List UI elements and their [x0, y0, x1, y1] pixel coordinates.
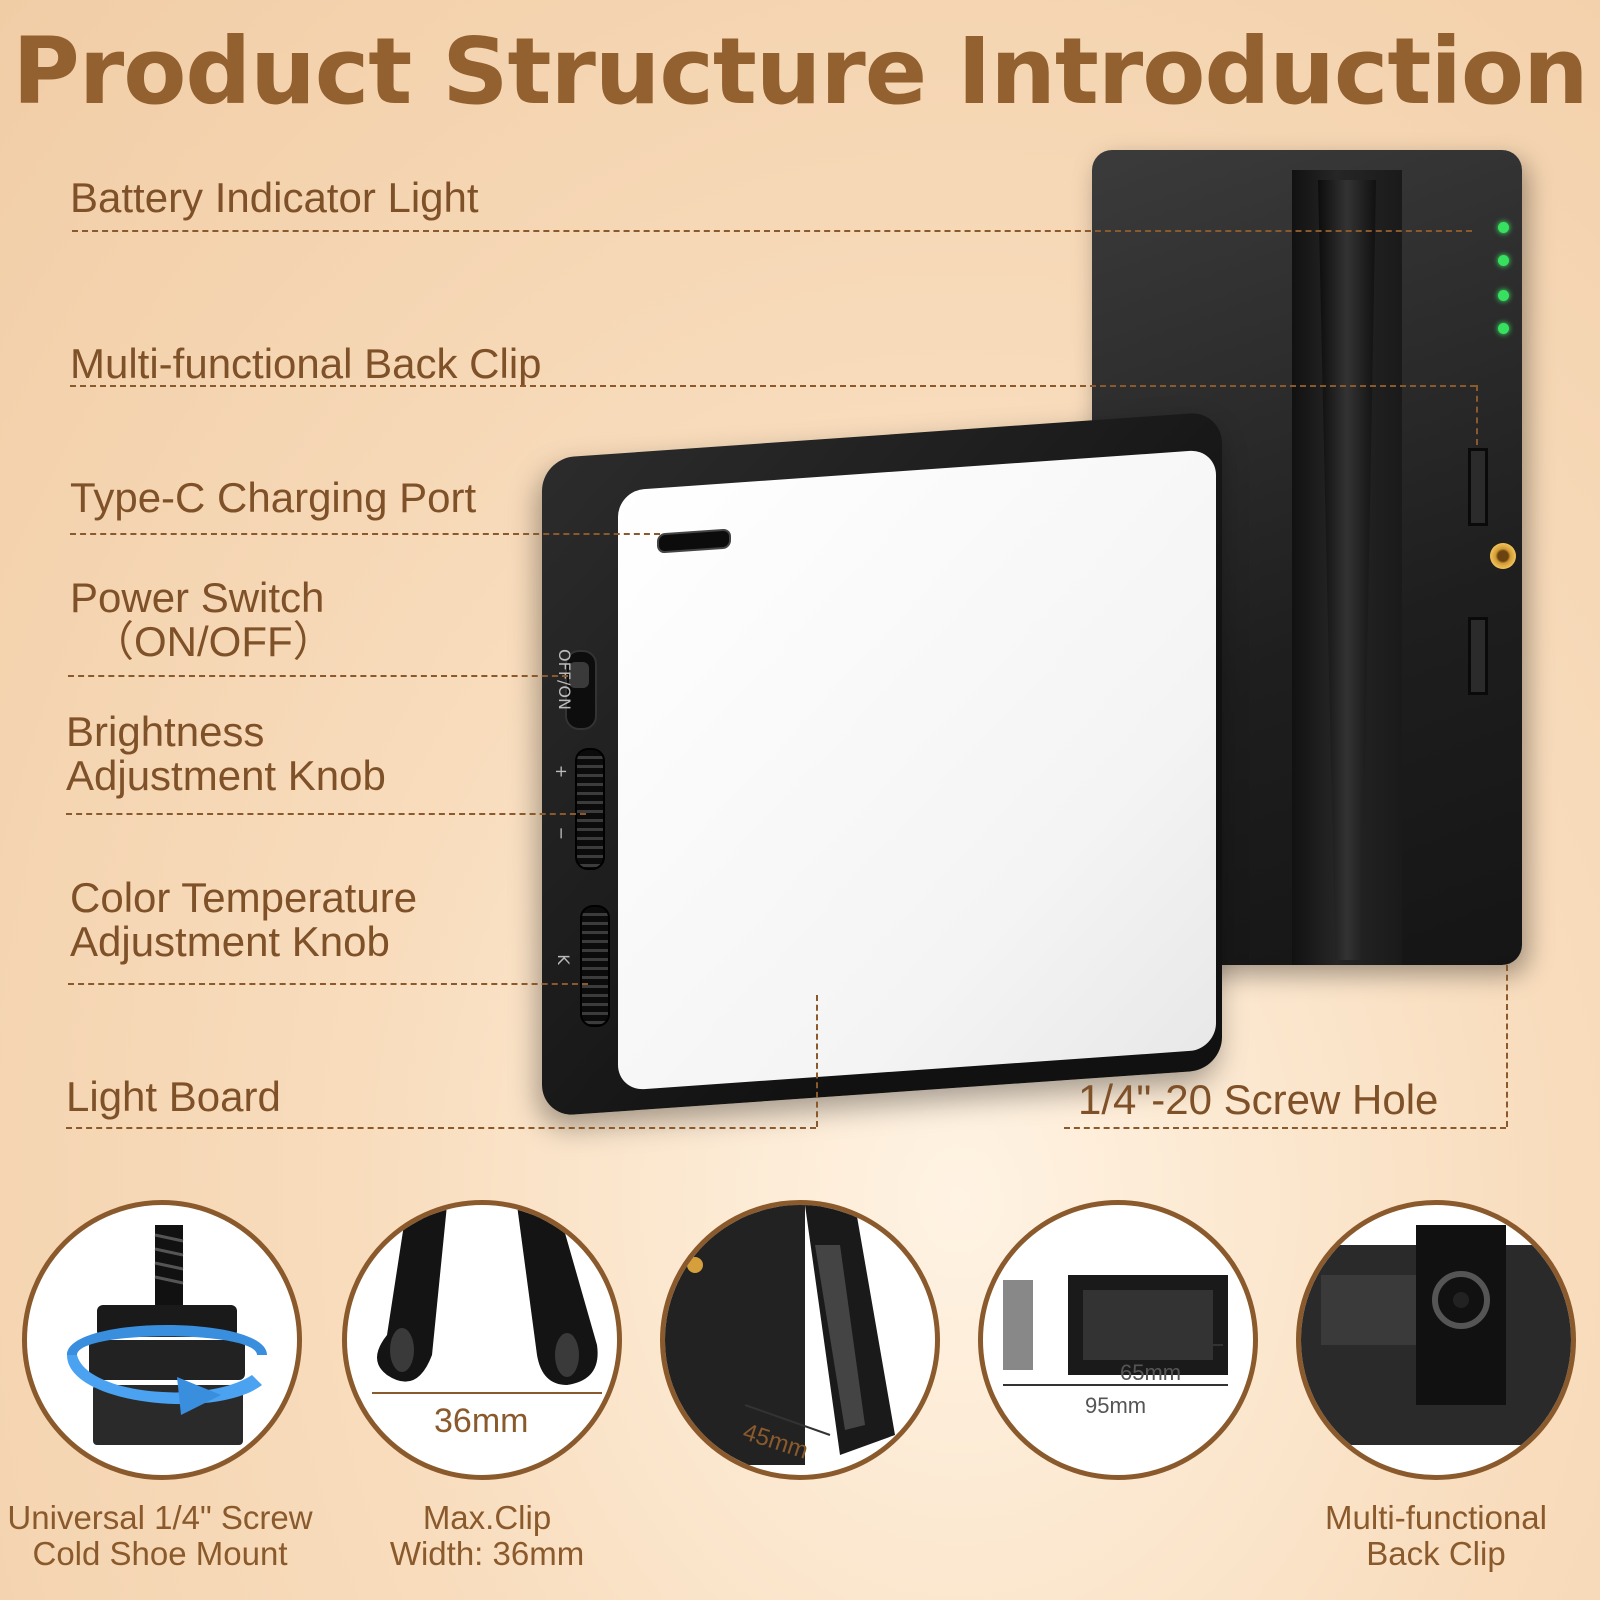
caption-clip-width-line2: Width: 36mm	[389, 1535, 585, 1572]
cold-shoe-mount-illustration	[67, 1225, 267, 1445]
screw-hole	[1490, 543, 1516, 569]
detail-phone-clip	[978, 1200, 1258, 1480]
caption-cold-shoe-line2: Cold Shoe Mount	[32, 1535, 288, 1572]
leader-brightness	[66, 813, 586, 815]
callout-battery-indicator: Battery Indicator Light	[70, 174, 479, 221]
callout-color-temp: Color Temperature Adjustment Knob	[70, 876, 417, 964]
color-temp-knob	[580, 905, 610, 1027]
phone-clip-illustration	[1003, 1275, 1228, 1386]
battery-led-4	[1498, 323, 1509, 334]
caption-clip-width-line1: Max.Clip	[422, 1499, 552, 1536]
callout-screw-hole: 1/4"-20 Screw Hole	[1078, 1076, 1439, 1123]
battery-led-3	[1498, 290, 1509, 301]
detail-clip-width	[342, 1200, 622, 1480]
dimension-36mm: 36mm	[434, 1402, 529, 1440]
brightness-knob	[575, 748, 605, 870]
callout-back-clip: Multi-functional Back Clip	[70, 340, 542, 387]
leader-back-clip	[70, 385, 1476, 387]
leader-light-board	[66, 1127, 816, 1129]
callout-color-temp-line2: Adjustment Knob	[70, 918, 390, 965]
switch-label: OFF/ON	[554, 649, 574, 710]
clip-slot-bottom	[1468, 617, 1488, 695]
battery-led-2	[1498, 255, 1509, 266]
callout-light-board: Light Board	[66, 1073, 281, 1120]
page-title: Product Structure Introduction	[12, 18, 1588, 125]
dimension-65mm: 65mm	[1120, 1360, 1182, 1385]
leader-screw-hole-v	[1506, 965, 1508, 1127]
brightness-plus: +	[552, 764, 572, 779]
leader-light-board-v	[816, 995, 818, 1127]
leader-color-temp	[68, 983, 588, 985]
callout-power-switch-line2: （ON/OFF）	[92, 618, 335, 665]
callout-brightness-line1: Brightness	[66, 708, 265, 755]
caption-back-clip: Multi-functional Back Clip	[1296, 1500, 1576, 1572]
callout-power-switch-line1: Power Switch	[70, 574, 325, 621]
caption-cold-shoe: Universal 1/4" Screw Cold Shoe Mount	[0, 1500, 320, 1572]
clip-slot-top	[1468, 448, 1488, 526]
detail-back-clip	[1296, 1200, 1576, 1480]
color-temp-label: K	[553, 954, 573, 965]
caption-clip-width: Max.Clip Width: 36mm	[362, 1500, 612, 1572]
callout-color-temp-line1: Color Temperature	[70, 874, 418, 921]
caption-back-clip-line2: Back Clip	[1366, 1535, 1506, 1572]
detail-cold-shoe-mount	[22, 1200, 302, 1480]
callout-type-c: Type-C Charging Port	[70, 474, 477, 521]
leader-battery	[72, 230, 1472, 232]
power-switch-nub	[569, 662, 589, 688]
clip-width-illustration	[372, 1205, 602, 1394]
brightness-minus: −	[552, 826, 572, 841]
caption-cold-shoe-line1: Universal 1/4" Screw	[7, 1499, 313, 1536]
callout-brightness-line2: Adjustment Knob	[66, 752, 386, 799]
caption-back-clip-line1: Multi-functional	[1325, 1499, 1547, 1536]
callout-power-switch: Power Switch （ON/OFF）	[70, 576, 335, 664]
back-clip-illustration	[1301, 1225, 1571, 1445]
leader-power-switch	[68, 675, 568, 677]
leader-screw-hole	[1064, 1127, 1506, 1129]
dimension-95mm: 95mm	[1085, 1393, 1147, 1418]
leader-type-c	[70, 533, 660, 535]
callout-brightness: Brightness Adjustment Knob	[66, 710, 386, 798]
leader-back-clip-v	[1476, 385, 1478, 445]
battery-led-1	[1498, 222, 1509, 233]
